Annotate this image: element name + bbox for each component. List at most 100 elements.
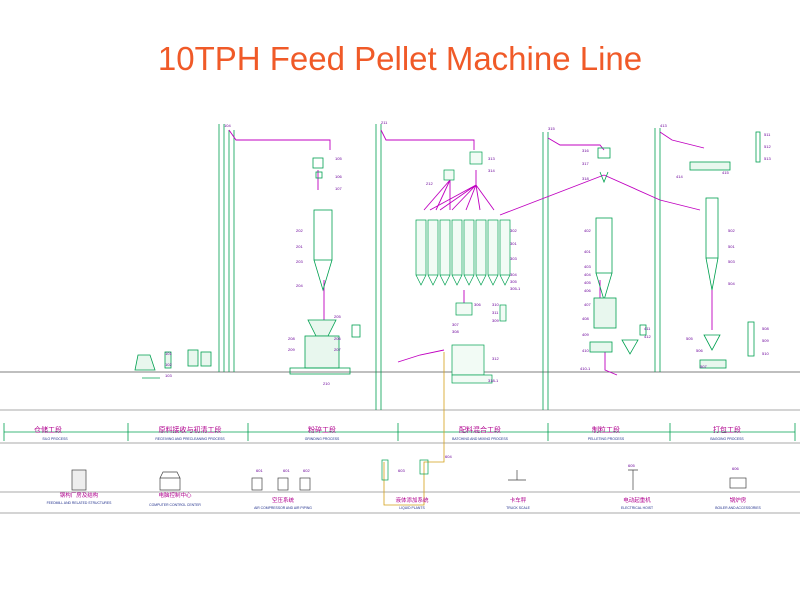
svg-text:TRUCK SCALE: TRUCK SCALE	[506, 506, 530, 510]
svg-text:307: 307	[452, 322, 459, 327]
section-sub: SILO PROCESS	[42, 437, 68, 441]
svg-text:卡车秤: 卡车秤	[510, 496, 527, 504]
svg-text:511: 511	[764, 132, 771, 137]
svg-text:电动起重机: 电动起重机	[623, 496, 651, 504]
svg-text:501: 501	[728, 244, 735, 249]
svg-text:410: 410	[582, 348, 589, 353]
svg-text:210: 210	[323, 381, 330, 386]
section-labels: 仓储工段 SILO PROCESS 原料接收与初清工段 RECEIVING AN…	[34, 425, 744, 441]
svg-text:510: 510	[762, 351, 769, 356]
svg-text:204: 204	[296, 283, 303, 288]
section-sub: RECEIVING AND PRECLEANING PROCESS	[155, 437, 225, 441]
hoist-icon	[628, 469, 638, 490]
svg-text:602: 602	[303, 468, 310, 473]
boiler-icon	[729, 477, 747, 489]
bagging-equipment	[689, 131, 761, 369]
svg-text:410-1: 410-1	[580, 366, 591, 371]
svg-text:105: 105	[335, 156, 342, 161]
svg-text:315: 315	[548, 126, 555, 131]
svg-text:BOILER AND ACCESSORIES: BOILER AND ACCESSORIES	[715, 506, 761, 510]
building-structure	[218, 124, 661, 410]
section-sub: PELLETING PROCESS	[588, 437, 625, 441]
svg-text:ELECTRICAL HOIST: ELECTRICAL HOIST	[621, 506, 653, 510]
svg-text:LIQUID PLANTS: LIQUID PLANTS	[399, 506, 425, 510]
svg-text:318-1: 318-1	[488, 378, 499, 383]
pelleting-equipment	[589, 147, 647, 355]
svg-text:304: 304	[510, 272, 517, 277]
truck-scale-icon	[508, 470, 526, 481]
svg-text:302: 302	[510, 228, 517, 233]
svg-text:305-1: 305-1	[510, 286, 521, 291]
svg-text:209: 209	[288, 347, 295, 352]
svg-text:311: 311	[492, 310, 499, 315]
svg-text:104: 104	[224, 123, 231, 128]
section-label: 打包工段	[713, 425, 741, 434]
svg-text:502: 502	[728, 228, 735, 233]
section-label: 粉碎工段	[308, 425, 336, 434]
section-sub: BATCHING AND MIXING PROCESS	[452, 437, 508, 441]
svg-text:404: 404	[584, 272, 591, 277]
svg-text:AIR COMPRESSOR AND AIR PIPI: AIR COMPRESSOR AND AIR PIPING	[254, 506, 312, 510]
section-label: 仓储工段	[34, 425, 62, 434]
building-icon	[71, 469, 87, 491]
svg-text:508: 508	[762, 326, 769, 331]
svg-text:504: 504	[728, 281, 735, 286]
svg-text:401: 401	[584, 249, 591, 254]
svg-text:211: 211	[381, 120, 388, 125]
svg-text:102: 102	[165, 362, 172, 367]
equipment-tags: 104 101 102 103 105 106 107 202 201 203 …	[165, 120, 771, 473]
svg-text:303: 303	[510, 256, 517, 261]
svg-text:512: 512	[764, 144, 771, 149]
svg-text:103: 103	[165, 373, 172, 378]
svg-text:411: 411	[644, 326, 651, 331]
air-tank-icon	[299, 477, 311, 491]
svg-text:314: 314	[488, 168, 495, 173]
svg-text:305: 305	[510, 279, 517, 284]
svg-text:FEEDMILL AND RELATED STRUCTURE: FEEDMILL AND RELATED STRUCTURES	[47, 501, 113, 505]
svg-text:414: 414	[676, 174, 683, 179]
svg-text:COMPUTER CONTROL CENTER: COMPUTER CONTROL CENTER	[149, 503, 201, 507]
svg-text:106: 106	[335, 174, 342, 179]
svg-text:201: 201	[296, 244, 303, 249]
liquid-line	[383, 352, 445, 506]
svg-text:603: 603	[398, 468, 405, 473]
svg-text:403: 403	[584, 264, 591, 269]
svg-text:309: 309	[492, 318, 499, 323]
conveying-pipes	[228, 129, 713, 376]
svg-text:406: 406	[584, 288, 591, 293]
svg-text:电脑控制中心: 电脑控制中心	[158, 491, 192, 499]
svg-text:212: 212	[426, 181, 433, 186]
svg-text:409: 409	[582, 332, 589, 337]
section-label: 制粒工段	[592, 425, 620, 434]
svg-text:207: 207	[334, 347, 341, 352]
svg-text:513: 513	[764, 156, 771, 161]
svg-text:405: 405	[584, 280, 591, 285]
section-label: 配料混合工段	[459, 425, 501, 434]
svg-text:202: 202	[296, 228, 303, 233]
svg-text:301: 301	[510, 241, 517, 246]
svg-text:605: 605	[628, 463, 635, 468]
section-dividers	[3, 423, 796, 441]
aux-labels: 钢构厂房及结构 FEEDMILL AND RELATED STRUCTURES …	[47, 491, 762, 510]
svg-text:液体添加系统: 液体添加系统	[395, 496, 429, 504]
svg-text:506: 506	[696, 348, 703, 353]
svg-text:505: 505	[686, 336, 693, 341]
svg-text:钢构厂房及结构: 钢构厂房及结构	[60, 491, 99, 499]
svg-text:604: 604	[445, 454, 452, 459]
batching-bins	[415, 151, 511, 384]
svg-text:306: 306	[474, 302, 481, 307]
svg-text:402: 402	[584, 228, 591, 233]
svg-text:205: 205	[334, 314, 341, 319]
liquid-pump-icon	[419, 459, 429, 475]
svg-text:317: 317	[582, 161, 589, 166]
svg-text:601: 601	[283, 468, 290, 473]
svg-text:606: 606	[732, 466, 739, 471]
receiving-equipment	[134, 349, 212, 379]
svg-text:锅炉房: 锅炉房	[730, 496, 747, 504]
grinding-tower	[289, 157, 361, 375]
svg-text:308: 308	[452, 329, 459, 334]
diagram-title: 10TPH Feed Pellet Machine Line	[157, 40, 643, 77]
liquid-tank-icon	[381, 459, 389, 481]
svg-text:413: 413	[660, 123, 667, 128]
svg-text:601: 601	[256, 468, 263, 473]
